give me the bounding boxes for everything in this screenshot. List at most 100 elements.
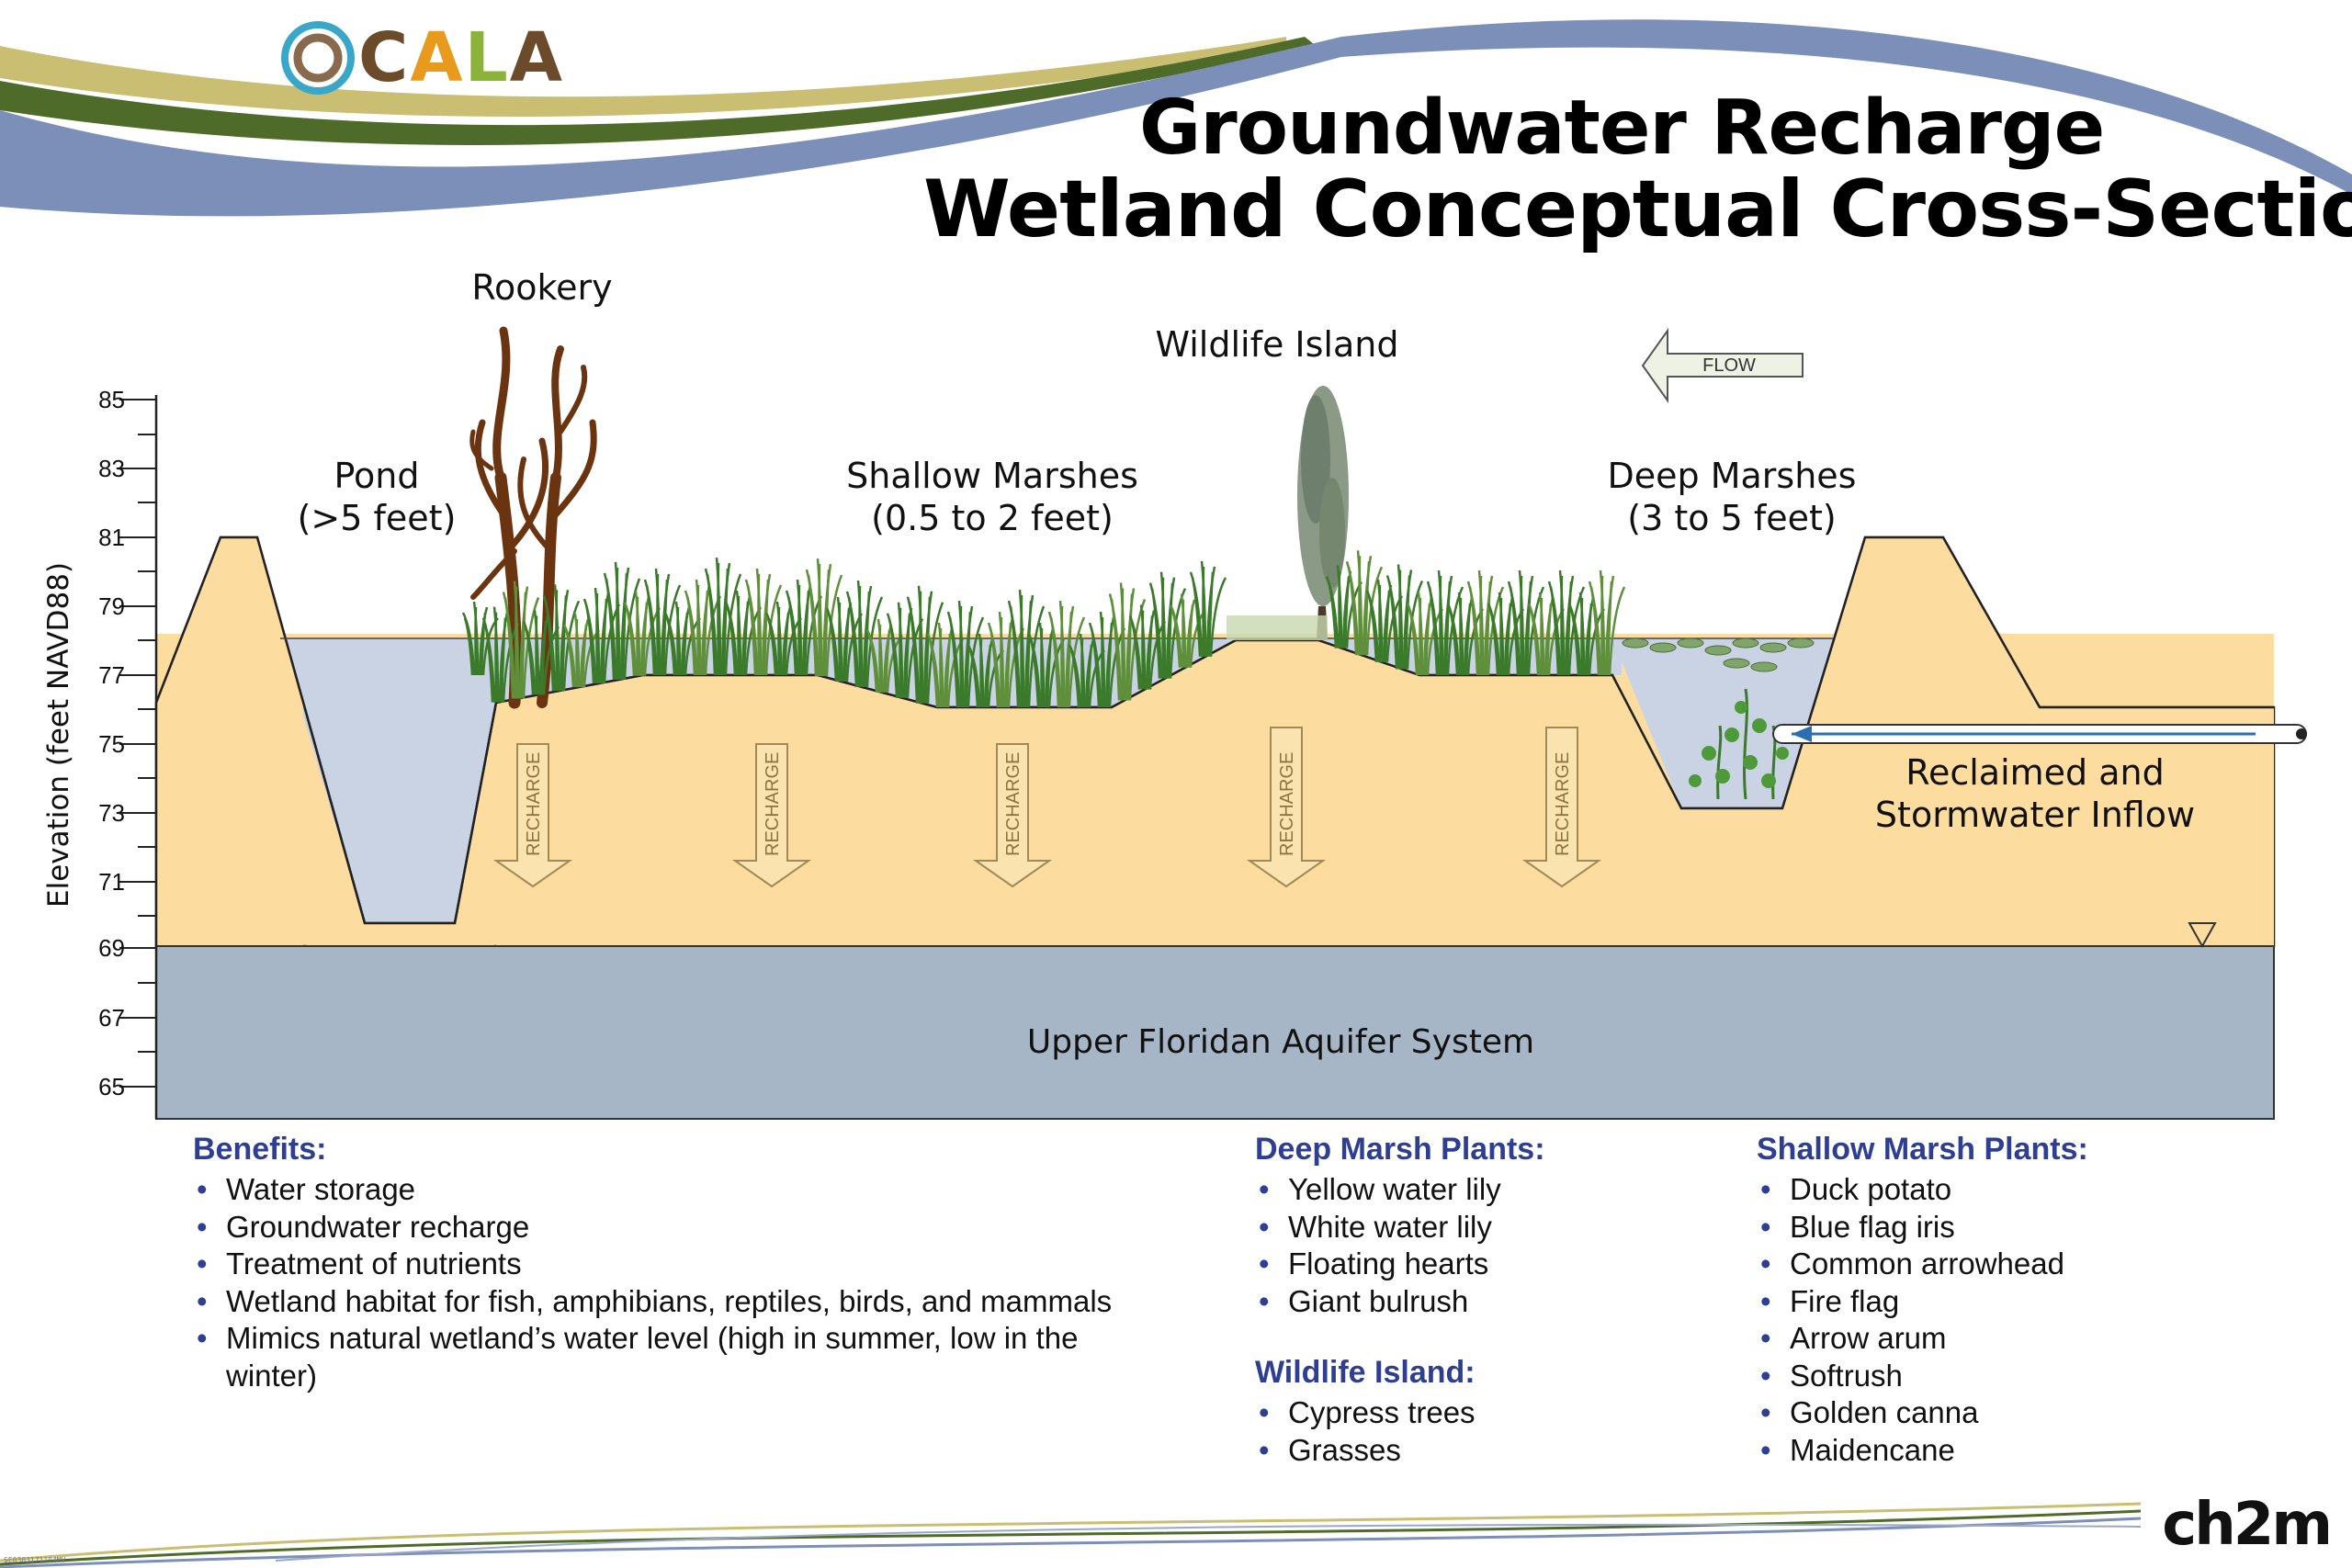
inflow-pipe-icon bbox=[1772, 724, 2307, 744]
recharge-label: RECHARGE bbox=[524, 752, 544, 856]
flow-label: FLOW bbox=[1702, 355, 1756, 376]
submerged-plant-icon bbox=[1689, 688, 1789, 800]
y-tick-67: 67 bbox=[98, 1004, 125, 1032]
benefits-heading: Benefits: bbox=[193, 1132, 327, 1167]
list-item: White water lily bbox=[1255, 1209, 1696, 1247]
deep-marsh-water bbox=[1612, 638, 1833, 808]
wildlife-island-list: Cypress trees Grasses bbox=[1255, 1394, 1696, 1469]
list-item: Cypress trees bbox=[1255, 1394, 1696, 1432]
deep-marsh-plants-section: Deep Marsh Plants: Yellow water lily Whi… bbox=[1255, 1132, 1696, 1469]
shallow-marsh-vegetation-icon bbox=[461, 557, 1227, 708]
cross-section: 85 83 81 79 77 75 73 71 69 67 65 Elevati… bbox=[42, 326, 2307, 1120]
pond-name: Pond bbox=[334, 456, 420, 496]
deep-marsh-plants-heading: Deep Marsh Plants: bbox=[1255, 1132, 1545, 1167]
logo-letter-a1: A bbox=[410, 18, 465, 97]
wildlife-island-heading: Wildlife Island: bbox=[1255, 1355, 1476, 1390]
shallow-marsh-plants-section: Shallow Marsh Plants: Duck potato Blue f… bbox=[1757, 1132, 2234, 1469]
list-item: Arrow arum bbox=[1757, 1320, 2234, 1358]
recharge-arrow-icon bbox=[492, 743, 573, 888]
logo-letter-a2: A bbox=[509, 18, 565, 97]
title-line-1: Groundwater Recharge bbox=[1139, 85, 2105, 172]
footer-code: SE0303171104MV bbox=[4, 1556, 66, 1564]
list-item: Duck potato bbox=[1757, 1171, 2234, 1209]
y-tick-73: 73 bbox=[98, 799, 125, 827]
deep-marshes-label: Deep Marshes (3 to 5 feet) bbox=[1562, 455, 1902, 539]
inflow-line-1: Reclaimed and bbox=[1905, 752, 2165, 793]
recharge-label: RECHARGE bbox=[763, 752, 783, 856]
recharge-arrow-icon bbox=[1521, 727, 1602, 888]
list-item: Grasses bbox=[1255, 1432, 1696, 1470]
y-axis-tick-labels: 85 83 81 79 77 75 73 71 69 67 65 bbox=[98, 386, 125, 1100]
list-item: Water storage bbox=[193, 1171, 1167, 1209]
recharge-arrow-icon bbox=[731, 743, 812, 888]
recharge-label: RECHARGE bbox=[1003, 752, 1023, 856]
recharge-arrows: RECHARGE RECHARGE RECHARGE RECHARGE RECHARGE bbox=[492, 727, 1602, 888]
list-item: Wetland habitat for fish, amphibians, re… bbox=[193, 1283, 1167, 1321]
recharge-arrow-icon bbox=[1246, 727, 1327, 888]
aquifer-label: Upper Floridan Aquifer System bbox=[1027, 1023, 1534, 1061]
benefits-section: Benefits: Water storage Groundwater rech… bbox=[193, 1132, 1167, 1394]
logo-letter-c: C bbox=[358, 18, 411, 97]
deep-marshes-name: Deep Marshes bbox=[1607, 456, 1857, 496]
list-item: Fire flag bbox=[1757, 1283, 2234, 1321]
logo-ring-icon bbox=[281, 21, 355, 95]
list-item: Common arrowhead bbox=[1757, 1246, 2234, 1283]
logo-text: CALA bbox=[358, 17, 564, 99]
shallow-marshes-depth: (0.5 to 2 feet) bbox=[871, 498, 1114, 538]
logo-letter-l: L bbox=[464, 18, 510, 97]
list-item: Yellow water lily bbox=[1255, 1171, 1696, 1209]
deep-marsh-vegetation-icon bbox=[1325, 550, 1626, 676]
pond-depth: (>5 feet) bbox=[297, 498, 457, 538]
marsh-soil bbox=[496, 537, 2274, 946]
y-tick-69: 69 bbox=[98, 934, 125, 962]
y-tick-75: 75 bbox=[98, 730, 125, 758]
footer-swoosh bbox=[0, 1502, 2142, 1568]
wildlife-island-label: Wildlife Island bbox=[1155, 324, 1399, 365]
y-tick-83: 83 bbox=[98, 455, 125, 482]
y-tick-81: 81 bbox=[98, 524, 125, 551]
shallow-marsh-plants-heading: Shallow Marsh Plants: bbox=[1757, 1132, 2088, 1167]
y-axis-label: Elevation (feet NAVD88) bbox=[42, 562, 75, 908]
left-berm bbox=[156, 537, 303, 946]
list-item: Treatment of nutrients bbox=[193, 1246, 1167, 1283]
y-tick-85: 85 bbox=[98, 386, 125, 413]
swoosh-band-green bbox=[0, 37, 1314, 145]
y-tick-71: 71 bbox=[98, 868, 125, 896]
ch2m-logo: ch2m bbox=[2162, 1491, 2333, 1559]
recharge-label: RECHARGE bbox=[1553, 752, 1573, 856]
deep-marshes-depth: (3 to 5 feet) bbox=[1627, 498, 1837, 538]
recharge-label: RECHARGE bbox=[1277, 752, 1297, 856]
pond-bottom-soil bbox=[303, 923, 496, 946]
water-table-icon bbox=[2188, 922, 2217, 949]
shallow-marsh-plants-list: Duck potato Blue flag iris Common arrowh… bbox=[1757, 1171, 2234, 1469]
pond-label: Pond (>5 feet) bbox=[285, 455, 469, 539]
y-tick-79: 79 bbox=[98, 592, 125, 620]
header-swoosh bbox=[0, 19, 2352, 217]
flow-arrow-icon bbox=[1641, 327, 1804, 404]
list-item: Floating hearts bbox=[1255, 1246, 1696, 1283]
deep-marsh-plants-list: Yellow water lily White water lily Float… bbox=[1255, 1171, 1696, 1320]
y-axis-ticks bbox=[119, 399, 156, 1088]
island-grass bbox=[1227, 615, 1328, 640]
swoosh-band-blue bbox=[0, 19, 2352, 217]
y-tick-65: 65 bbox=[98, 1073, 125, 1100]
inflow-label: Reclaimed and Stormwater Inflow bbox=[1847, 751, 2223, 836]
shallow-marshes-name: Shallow Marshes bbox=[846, 456, 1138, 496]
list-item: Giant bulrush bbox=[1255, 1283, 1696, 1321]
list-item: Golden canna bbox=[1757, 1394, 2234, 1432]
water-lily-icons bbox=[1622, 637, 1815, 672]
list-item: Groundwater recharge bbox=[193, 1209, 1167, 1247]
y-tick-77: 77 bbox=[98, 661, 125, 689]
ground-outline bbox=[154, 536, 2274, 925]
aquifer-layer bbox=[155, 945, 2275, 1120]
list-item: Maidencane bbox=[1757, 1432, 2234, 1470]
title-line-2: Wetland Conceptual Cross-Section bbox=[923, 164, 2352, 255]
pond-water bbox=[280, 638, 496, 923]
list-item: Blue flag iris bbox=[1757, 1209, 2234, 1247]
ocala-logo: CALA bbox=[277, 17, 564, 99]
list-item: Mimics natural wetland’s water level (hi… bbox=[193, 1320, 1167, 1394]
swoosh-band-olive bbox=[0, 37, 1286, 118]
inflow-line-2: Stormwater Inflow bbox=[1874, 795, 2196, 835]
rookery-label: Rookery bbox=[471, 267, 613, 308]
